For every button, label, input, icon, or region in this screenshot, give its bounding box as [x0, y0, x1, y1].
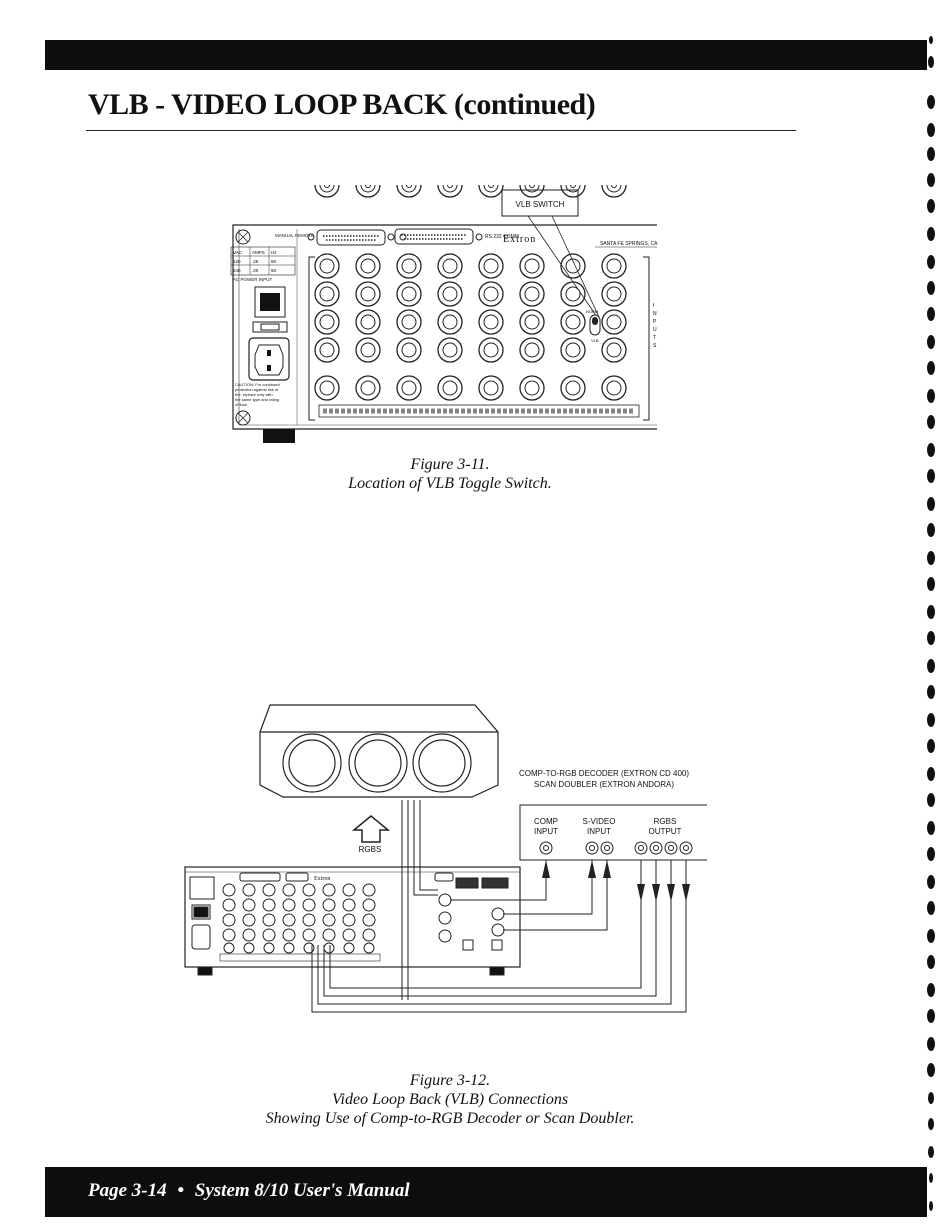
svg-text:Hz: Hz	[271, 250, 277, 255]
svg-text:fire, replace only with: fire, replace only with	[235, 392, 273, 397]
extron-brand: Extron	[503, 234, 536, 245]
footer-manual-title: System 8/10 User's Manual	[194, 1180, 410, 1201]
power-receptacle	[248, 337, 290, 381]
svg-text:RGBS: RGBS	[654, 817, 677, 826]
figure-3-12-illustration: RGBS COMP-TO-RGB DECODER (EXTRON CD 400)…	[184, 704, 707, 1013]
manual-remote-label: MANUAL REMOTE	[275, 233, 314, 238]
caution-text: CAUTION: For continued	[235, 382, 280, 387]
footer-page-label: Page 3-14	[88, 1180, 167, 1201]
svg-text:OUTPUT: OUTPUT	[649, 827, 682, 836]
remote-connector	[316, 229, 386, 246]
svg-text:240: 240	[233, 268, 241, 273]
svg-text:S-VIDEO: S-VIDEO	[583, 817, 616, 826]
rgbs-cables-to-projector	[401, 800, 438, 1000]
power-switch	[254, 286, 286, 318]
svg-text:protection against risk of: protection against risk of	[235, 387, 279, 392]
terminal-strip	[318, 404, 640, 418]
svg-text:120: 120	[233, 259, 241, 264]
figure-3-11-illustration: VLB SWITCH MANUAL REMOTE VAC AMPS Hz 120…	[230, 185, 658, 443]
vlb-switch-callout: VLB SWITCH	[516, 200, 565, 209]
svg-text:N: N	[653, 311, 657, 317]
location-label: SANTA FE SPRINGS, CA	[600, 241, 658, 247]
svg-text:60: 60	[271, 259, 277, 264]
svg-text:T: T	[653, 335, 656, 341]
switcher-brand: Extron	[314, 876, 330, 882]
norm-label: NORM	[586, 309, 598, 314]
svg-text:P: P	[653, 319, 657, 325]
svg-text:AMPS: AMPS	[252, 250, 265, 255]
decoder-label-2: SCAN DOUBLER (EXTRON ANDORA)	[534, 780, 674, 789]
rs232-connector	[394, 228, 474, 245]
vlb-label: VLB	[591, 338, 599, 343]
projector	[259, 704, 499, 798]
footer-text: Page 3-14 • System 8/10 User's Manual	[88, 1180, 410, 1202]
rgbs-arrow-label: RGBS	[359, 845, 382, 854]
figure-3-12-caption-line-1: Video Loop Back (VLB) Connections	[331, 1091, 569, 1108]
figure-3-11-number: Figure 3-11.	[410, 456, 490, 473]
voltage-table: VAC AMPS Hz 120 .25 60 240 .20 50	[230, 246, 296, 276]
rgbs-output-cables	[311, 860, 687, 1013]
ac-power-label: AC POWER INPUT	[233, 277, 273, 282]
svg-text:the same type and rating: the same type and rating	[235, 397, 279, 402]
svg-text:50: 50	[271, 268, 277, 273]
svg-text:INPUT: INPUT	[534, 827, 558, 836]
rs232-label: RS 232 COMM	[485, 234, 519, 240]
title-rule	[86, 130, 796, 131]
figure-3-12-caption-line-2: Showing Use of Comp-to-RGB Decoder or Sc…	[265, 1110, 635, 1127]
decoder-connectors	[539, 841, 693, 855]
svg-text:U: U	[653, 327, 657, 333]
svg-text:.20: .20	[252, 268, 259, 273]
binding-holes	[927, 36, 935, 1211]
svg-text:S: S	[653, 343, 657, 349]
decoder-label-1: COMP-TO-RGB DECODER (EXTRON CD 400)	[519, 769, 689, 778]
bnc-connector-grid	[314, 185, 627, 198]
fuse-holder	[252, 321, 288, 333]
rgbs-up-arrow	[351, 815, 391, 843]
svg-text:.25: .25	[252, 259, 259, 264]
inputs-label: I N P U T S	[653, 303, 657, 349]
svg-text:INPUT: INPUT	[587, 827, 611, 836]
figure-3-11-caption: Location of VLB Toggle Switch.	[348, 475, 552, 492]
footer-bullet: •	[177, 1180, 185, 1201]
figure-3-12-number: Figure 3-12.	[409, 1072, 491, 1089]
input-cables-to-decoder	[450, 860, 608, 931]
decoder-box	[519, 804, 707, 861]
header-bar	[45, 40, 927, 70]
svg-text:VAC: VAC	[233, 250, 243, 255]
switcher-chassis: Extron	[184, 866, 521, 976]
svg-text:of fuse.: of fuse.	[235, 402, 248, 407]
svg-text:I: I	[653, 303, 654, 309]
svg-text:COMP: COMP	[534, 817, 558, 826]
page-title: VLB - VIDEO LOOP BACK (continued)	[88, 88, 596, 121]
footer-bar	[45, 1167, 927, 1217]
